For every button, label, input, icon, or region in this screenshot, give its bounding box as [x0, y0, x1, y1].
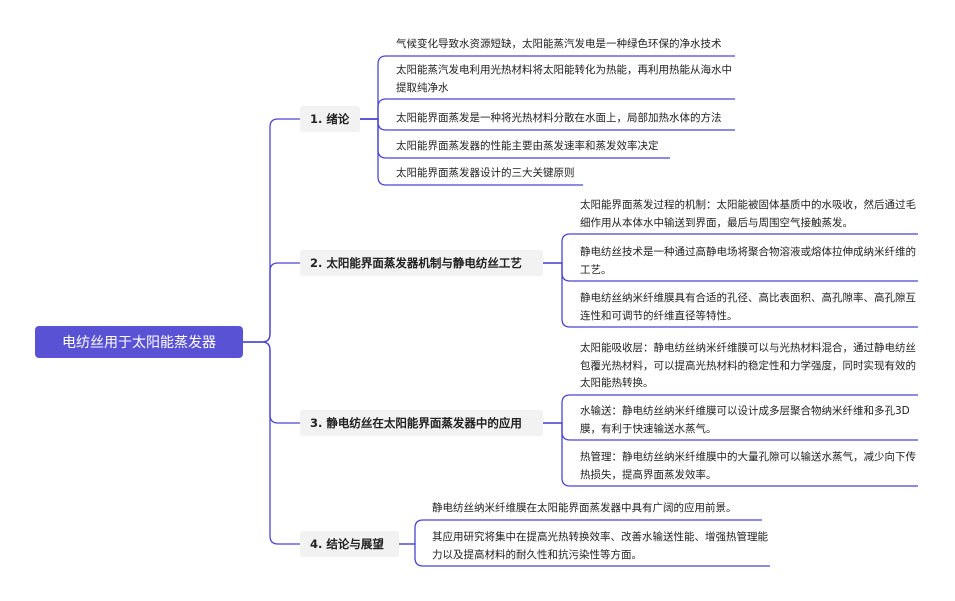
leaf-1-4[interactable]: 太阳能界面蒸发器的性能主要由蒸发速率和蒸发效率决定	[396, 140, 659, 152]
leaf-3-2[interactable]: 水输送：静电纺丝纳米纤维膜可以设计成多层聚合物纳米纤维和多孔3D膜，有利于快速输…	[580, 405, 910, 435]
leaf-2-2[interactable]: 静电纺丝技术是一种通过高静电场将聚合物溶液或熔体拉伸成纳米纤维的工艺。	[580, 246, 916, 276]
topic-to-leaf	[543, 394, 918, 424]
topic-to-leaf	[543, 422, 918, 487]
topic-label: 4. 结论与展望	[310, 537, 384, 551]
leaf-4-1[interactable]: 静电纺丝纳米纤维膜在太阳能界面蒸发器中具有广阔的应用前景。	[432, 502, 737, 514]
root-to-topic-1	[243, 118, 300, 343]
root-to-topic-4	[243, 341, 300, 545]
topic-to-leaf	[399, 519, 762, 545]
root-topic[interactable]: 电纺丝用于太阳能蒸发器	[35, 326, 243, 358]
topic-label: 2. 太阳能界面蒸发器机制与静电纺丝工艺	[310, 256, 522, 270]
topic-1[interactable]: 1. 绪论	[300, 106, 360, 132]
leaf-1-5[interactable]: 太阳能界面蒸发器设计的三大关键原则	[396, 167, 575, 179]
root-to-topic-2	[243, 262, 300, 343]
topic-to-leaf	[543, 233, 918, 264]
root-to-topic-3	[243, 341, 300, 424]
leaf-2-3[interactable]: 静电纺丝纳米纤维膜具有合适的孔径、高比表面积、高孔隙率、高孔隙互连性和可调节的纤…	[580, 292, 916, 322]
topic-4[interactable]: 4. 结论与展望	[300, 531, 399, 557]
topic-3[interactable]: 3. 静电纺丝在太阳能界面蒸发器中的应用	[300, 410, 543, 436]
leaf-1-3[interactable]: 太阳能界面蒸发是一种将光热材料分散在水面上，局部加热水体的方法	[396, 112, 722, 124]
topic-to-leaf	[399, 543, 770, 567]
topic-to-leaf	[543, 262, 918, 328]
leaf-1-2[interactable]: 太阳能蒸汽发电利用光热材料将太阳能转化为热能，再利用热能从海水中提取纯净水	[396, 64, 732, 94]
topic-label: 3. 静电纺丝在太阳能界面蒸发器中的应用	[310, 416, 522, 430]
topic-to-leaf	[360, 98, 735, 120]
topic-label: 1. 绪论	[310, 112, 350, 126]
leaf-2-1[interactable]: 太阳能界面蒸发过程的机制：太阳能被固体基质中的水吸收，然后通过毛细作用从本体水中…	[580, 199, 916, 229]
topic-to-leaf	[360, 118, 583, 186]
topic-to-leaf	[360, 55, 735, 120]
topic-2[interactable]: 2. 太阳能界面蒸发器机制与静电纺丝工艺	[300, 250, 543, 276]
leaf-4-2[interactable]: 其应用研究将集中在提高光热转换效率、改善水输送性能、增强热管理能力以及提高材料的…	[432, 531, 768, 561]
leaf-3-3[interactable]: 热管理：静电纺丝纳米纤维膜中的大量孔隙可以输送水蒸气，减少向下传热损失，提高界面…	[580, 451, 916, 481]
leaf-1-1[interactable]: 气候变化导致水资源短缺，太阳能蒸汽发电是一种绿色环保的净水技术	[396, 38, 722, 50]
root-label: 电纺丝用于太阳能蒸发器	[62, 335, 216, 351]
leaf-3-1[interactable]: 太阳能吸收层：静电纺丝纳米纤维膜可以与光热材料混合，通过静电纺丝包覆光热材料，可…	[580, 342, 916, 389]
